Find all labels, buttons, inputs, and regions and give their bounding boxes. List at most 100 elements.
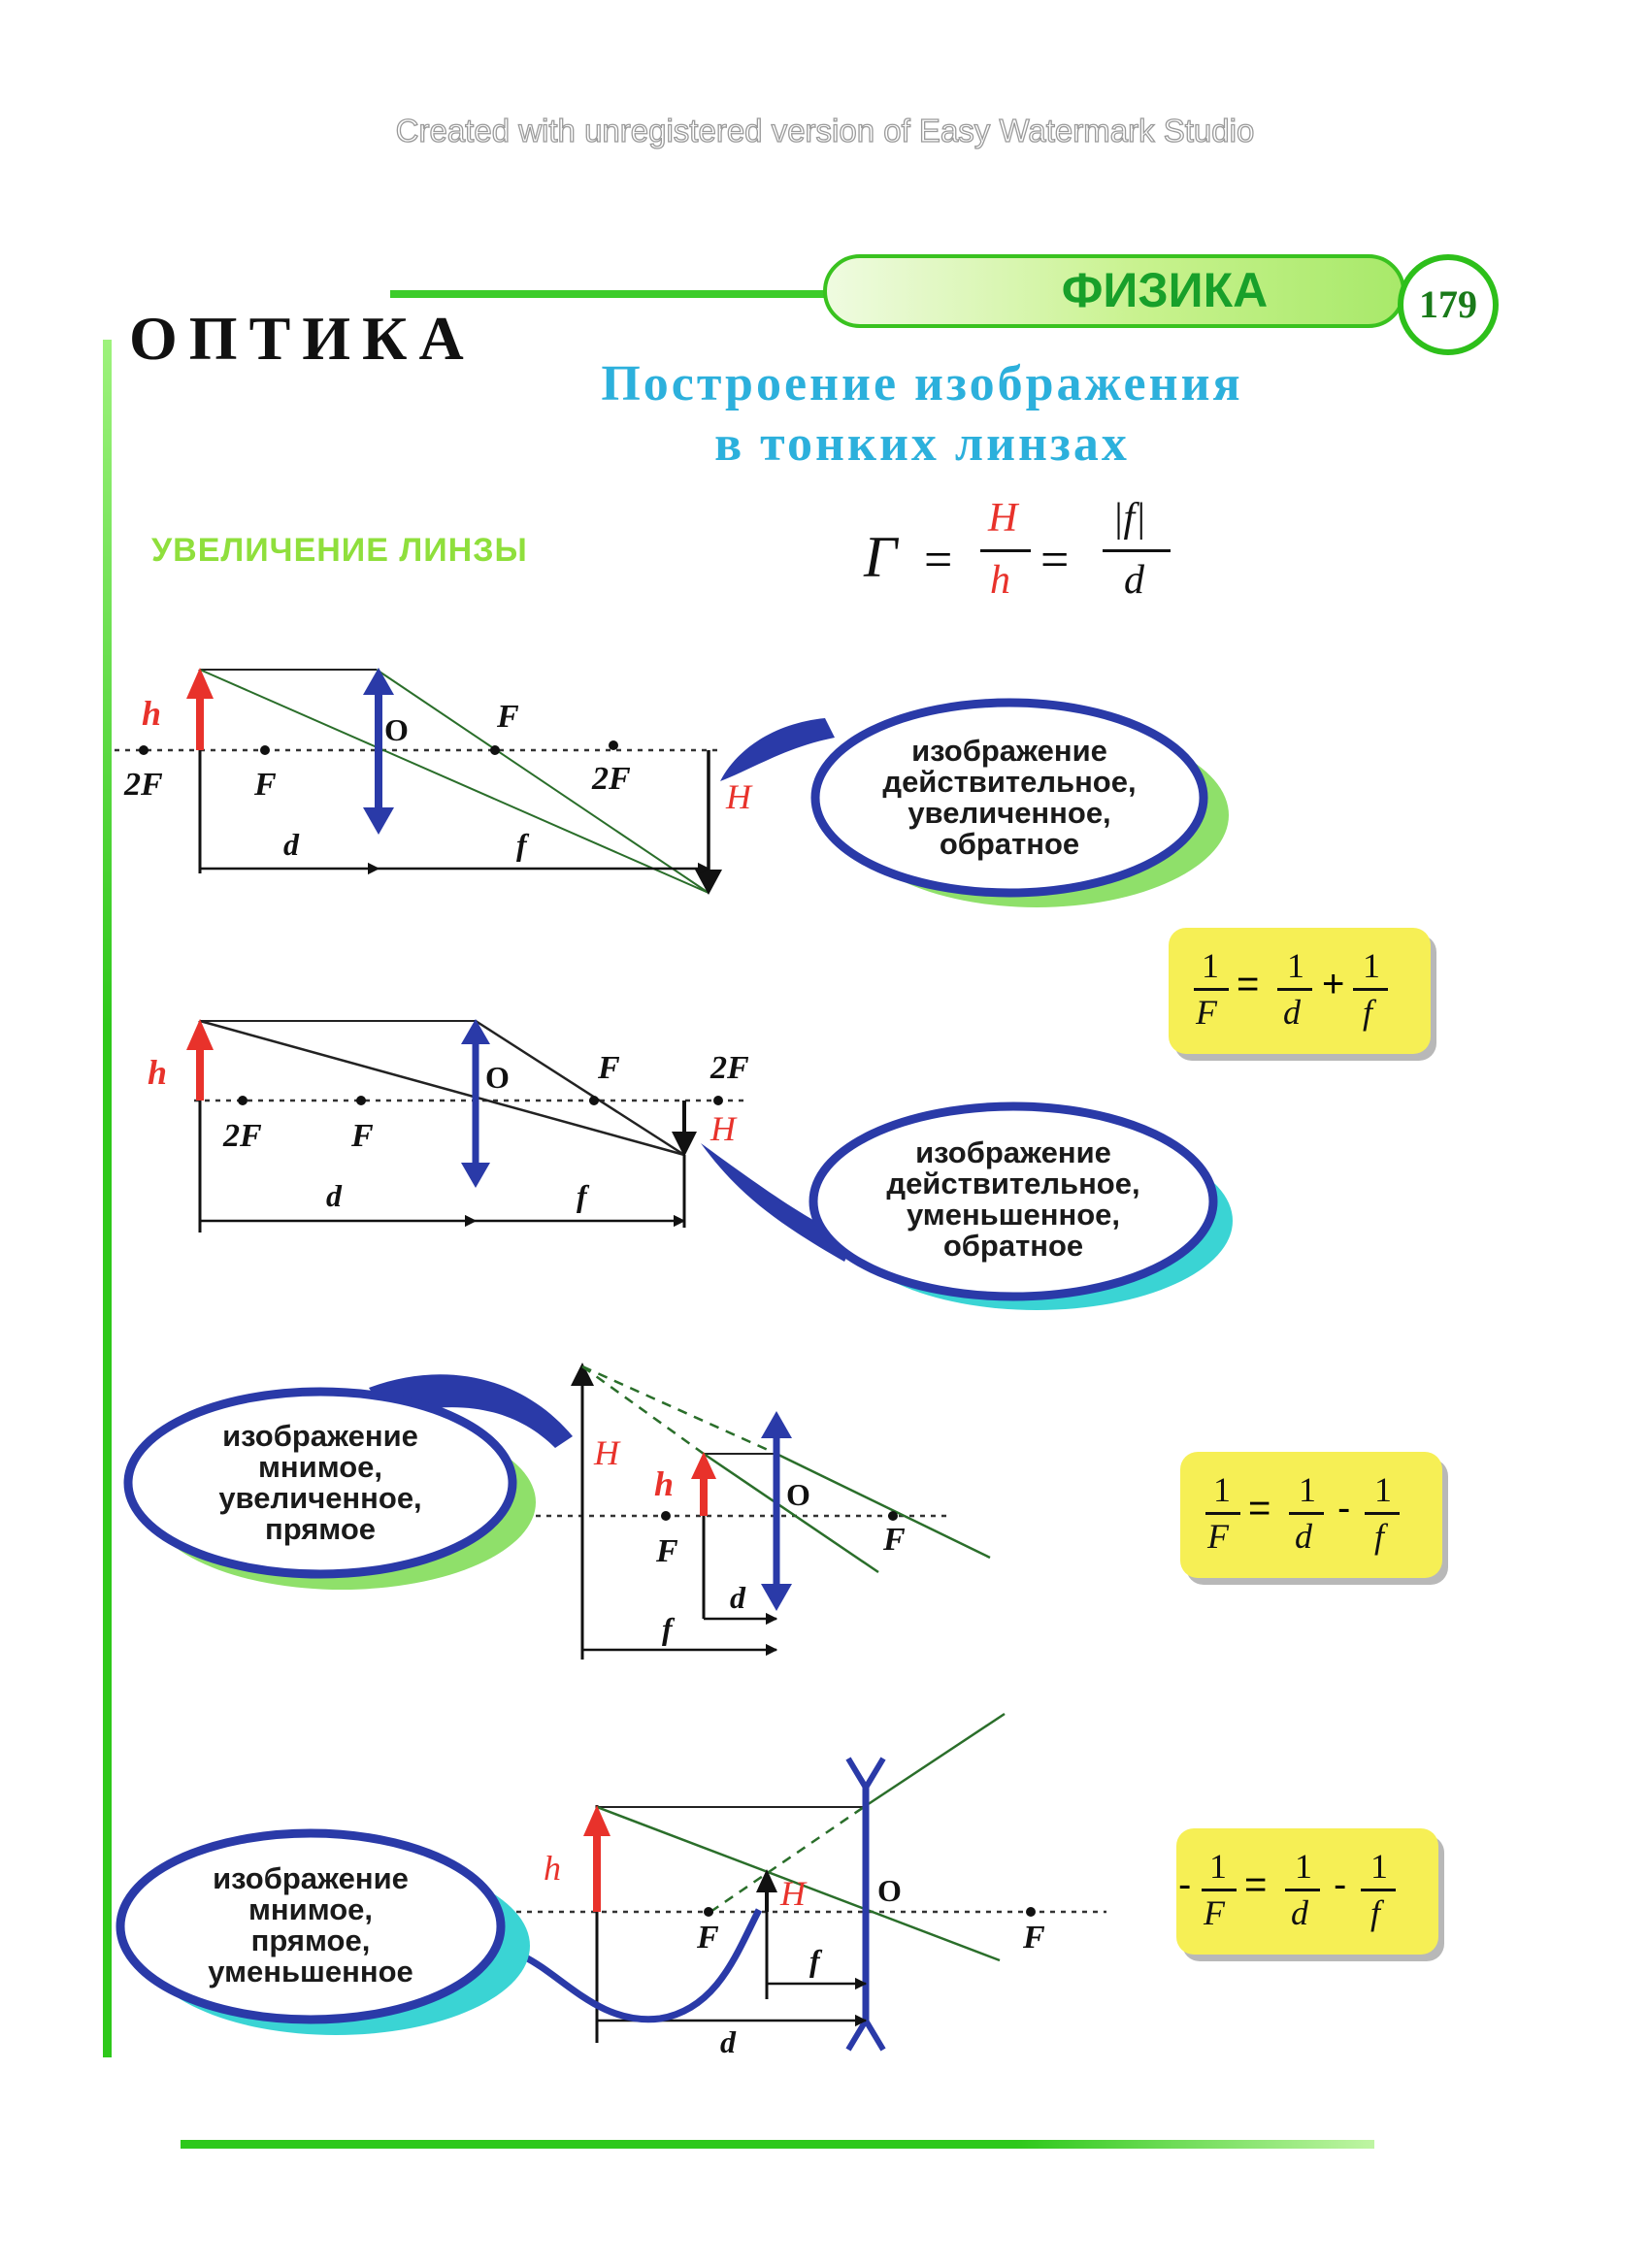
- denominator-d: d: [1283, 993, 1301, 1032]
- ray-refracted: [776, 1452, 991, 1560]
- equals: =: [1244, 1863, 1268, 1906]
- label-d: d: [283, 827, 299, 862]
- label-h: h: [544, 1849, 561, 1888]
- label-H: H: [710, 1109, 736, 1148]
- lens-top-arrow: [761, 1411, 792, 1438]
- lens-bottom-arrow: [761, 1584, 792, 1611]
- denominator-d: d: [1291, 1893, 1308, 1932]
- lens-top-arrow: [363, 668, 394, 695]
- operator: -: [1334, 1863, 1347, 1906]
- subtitle-line-1: Построение изображения: [601, 356, 1243, 411]
- equals: =: [1237, 963, 1260, 1005]
- bottom-green-line: [181, 2140, 1374, 2149]
- subject-label: ФИЗИКА: [1061, 263, 1269, 317]
- point-F-right: [1026, 1907, 1036, 1917]
- object-arrow-head: [186, 668, 214, 699]
- numerator: 1: [1213, 1470, 1231, 1509]
- lens-top-arrow: [461, 1019, 490, 1044]
- label-H: H: [780, 1874, 806, 1913]
- watermark-text: Created with unregistered version of Eas…: [395, 112, 1255, 148]
- label-2F: 2F: [710, 1050, 749, 1086]
- label-O: O: [786, 1477, 810, 1512]
- header-green-line: [390, 290, 827, 298]
- lens-bottom-arrow: [461, 1163, 490, 1188]
- diagram-2: [186, 1019, 747, 1233]
- label-O: O: [485, 1060, 510, 1095]
- label-f: f: [662, 1611, 673, 1646]
- label-h: h: [654, 1464, 675, 1503]
- denominator-f: f: [1374, 1517, 1385, 1556]
- extension-dashed: [710, 1805, 865, 1914]
- point-2F-right: [713, 1096, 723, 1105]
- label-O: O: [384, 712, 409, 747]
- lens-formula-1: 1 F = 1 d + 1 f: [1169, 928, 1431, 1054]
- point-F-left: [661, 1511, 671, 1521]
- page-title: ОПТИКА: [129, 304, 476, 373]
- numerator: 1: [1370, 1847, 1388, 1886]
- ray-through-center: [703, 1452, 879, 1574]
- numerator: 1: [1287, 946, 1304, 985]
- diagram-4: [484, 1712, 1106, 2052]
- fraction-bar-2: [1103, 549, 1171, 552]
- label-h: h: [148, 1053, 168, 1092]
- virtual-image-arrow-head: [571, 1363, 594, 1386]
- numerator: 1: [1209, 1847, 1227, 1886]
- equals-2: =: [1040, 533, 1070, 588]
- denominator-d: d: [1295, 1517, 1312, 1556]
- point-F-right: [490, 745, 500, 755]
- ray-refracted: [376, 669, 710, 894]
- label-F: F: [1023, 1920, 1045, 1956]
- subject-pill: [823, 254, 1405, 328]
- label-d: d: [720, 2024, 736, 2059]
- bubble-1: [810, 698, 1208, 898]
- point-F-left: [704, 1907, 713, 1917]
- ray-diverged: [863, 1712, 1006, 1809]
- magnification-formula: Г = H h = |f| d: [864, 493, 1194, 619]
- bubble-tail-1: [720, 718, 835, 781]
- fraction-d: d: [1124, 558, 1144, 603]
- label-h: h: [142, 694, 162, 733]
- bubble-tail-3: [369, 1374, 573, 1448]
- point-F-right: [888, 1511, 898, 1521]
- extension-dashed-2: [581, 1364, 705, 1456]
- denominator-F: F: [1196, 993, 1217, 1032]
- lens-formula-3: - 1 F = 1 d - 1 f: [1176, 1828, 1438, 1955]
- label-d: d: [730, 1580, 745, 1615]
- object-arrow-head: [691, 1452, 716, 1479]
- page-number: 179: [1398, 254, 1499, 355]
- bar: [1361, 1889, 1396, 1891]
- fraction-abs-f: |f|: [1112, 496, 1146, 541]
- label-F: F: [351, 1118, 374, 1154]
- bar: [1205, 1512, 1240, 1515]
- lens-formula-2: 1 F = 1 d - 1 f: [1180, 1452, 1442, 1578]
- extension-dashed-1: [581, 1364, 777, 1456]
- point-2F-left: [139, 745, 148, 755]
- label-d: d: [326, 1178, 342, 1213]
- image-arrow-head: [756, 1869, 777, 1892]
- bar: [1289, 1512, 1324, 1515]
- label-O: O: [877, 1873, 902, 1908]
- image-arrow-head: [695, 870, 722, 895]
- bubble-tail-2: [701, 1143, 854, 1262]
- bar: [1285, 1889, 1320, 1891]
- subtitle-line-2: в тонких линзах: [714, 416, 1130, 472]
- numerator: 1: [1202, 946, 1219, 985]
- label-F: F: [497, 699, 519, 735]
- label-F: F: [254, 767, 277, 803]
- numerator: 1: [1295, 1847, 1312, 1886]
- lens-bottom-fork: [845, 2015, 886, 2052]
- label-2F: 2F: [223, 1118, 262, 1154]
- bar: [1353, 988, 1388, 991]
- fraction-bar-1: [980, 549, 1031, 552]
- label-F: F: [598, 1050, 620, 1086]
- diagram-3: [514, 1363, 991, 1660]
- sign: -: [1178, 1863, 1192, 1906]
- object-arrow-head: [583, 1805, 610, 1836]
- diagram-1: [115, 668, 722, 895]
- point-F-left: [260, 745, 270, 755]
- operator: +: [1322, 963, 1345, 1005]
